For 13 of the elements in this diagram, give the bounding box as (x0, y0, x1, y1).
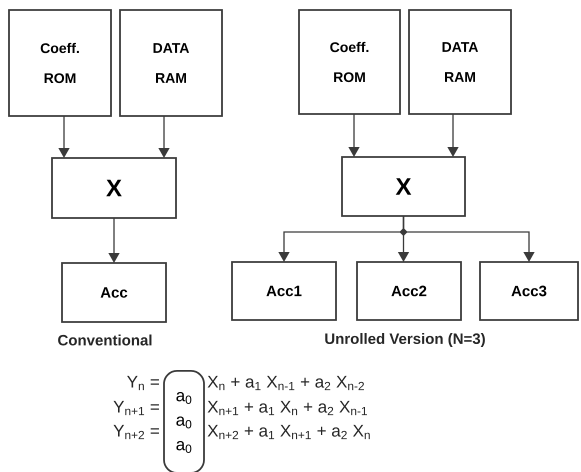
block-box: Coeff. ROM (298, 9, 401, 115)
block-box: Coeff. ROM (8, 9, 112, 117)
oval-outline: a$_{0}$ a$_{0}$ a$_{0}$ (163, 370, 205, 472)
block-box: Acc (61, 262, 167, 323)
block-box: Acc1 (231, 261, 337, 321)
block-box: DATA RAM (119, 9, 223, 117)
caption-text: Conventional (58, 334, 152, 346)
caption-text: Unrolled Version (N=3) (325, 333, 485, 347)
block-box: X (341, 156, 466, 217)
block-box: Acc2 (356, 261, 462, 321)
block-box: DATA RAM (408, 9, 512, 115)
block-box: Acc3 (479, 261, 579, 321)
block-box: X (51, 157, 177, 219)
